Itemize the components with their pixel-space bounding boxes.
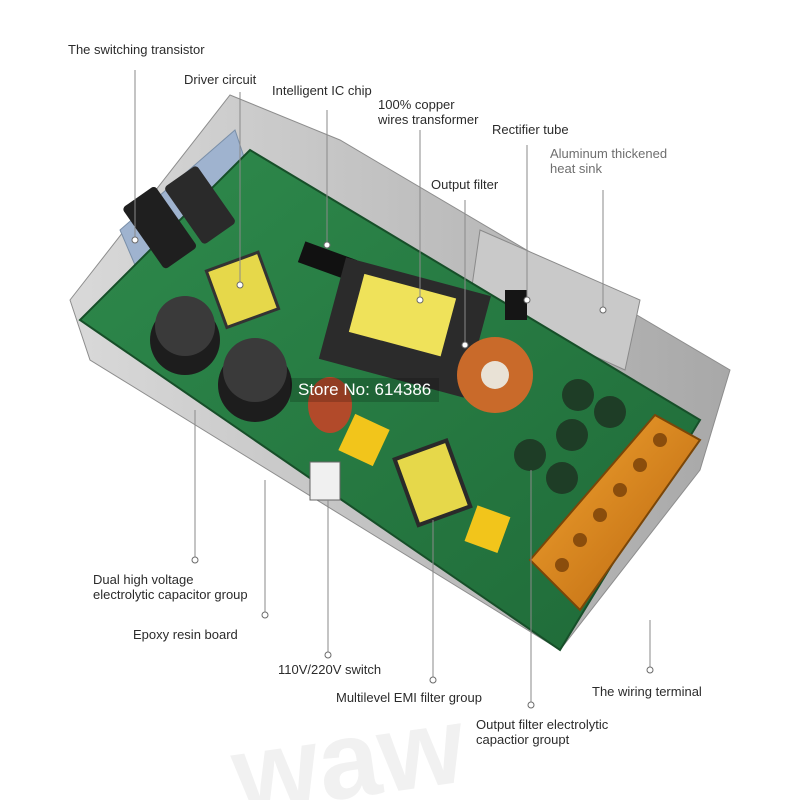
label-voltage-switch: 110V/220V switch (278, 662, 382, 677)
output-capacitor-3 (556, 419, 588, 451)
label-switching-transistor: The switching transistor (68, 42, 205, 57)
terminal-screw (653, 433, 667, 447)
terminal-screw (613, 483, 627, 497)
leader-dot (416, 296, 424, 304)
switching-transistor (123, 186, 197, 269)
terminal-screw (633, 458, 647, 472)
leader-dot (261, 611, 269, 619)
leader-dot (191, 556, 199, 564)
store-watermark: Store No: 614386 (290, 378, 440, 402)
label-transformer-line2: wires transformer (378, 112, 479, 127)
x-capacitor (338, 413, 390, 467)
output-capacitor-2 (594, 396, 626, 428)
label-ic-chip: Intelligent IC chip (272, 83, 372, 98)
terminal-screw (593, 508, 607, 522)
electrolytic-capacitor-1-top (155, 296, 215, 356)
varistor (308, 377, 352, 433)
terminal-screw (555, 558, 569, 572)
output-capacitor-1 (562, 379, 594, 411)
label-wiring-terminal: The wiring terminal (592, 684, 702, 699)
label-epoxy-board: Epoxy resin board (133, 627, 238, 642)
leader-dot (461, 341, 469, 349)
leader-dot (429, 676, 437, 684)
wiring-terminal (528, 413, 702, 612)
switching-transistor-2 (165, 166, 235, 244)
output-filter-toroid-hole (481, 361, 509, 389)
label-output-caps-line1: Output filter electrolytic (476, 717, 609, 732)
output-capacitor-4 (514, 439, 546, 471)
label-transformer-line1: 100% copper (378, 97, 455, 112)
driver-transformer (204, 250, 281, 330)
main-transformer-core (348, 273, 457, 357)
ic-chip (297, 241, 358, 281)
label-heat-sink: Aluminum thickened heat sink (550, 146, 667, 176)
terminal-screw (573, 533, 587, 547)
label-capacitor-group: Dual high voltage electrolytic capacitor… (93, 572, 248, 602)
label-capacitor-group-line2: electrolytic capacitor group (93, 587, 248, 602)
leader-dot (323, 241, 331, 249)
leader-dot (646, 666, 654, 674)
leader-dot (324, 651, 332, 659)
label-heat-sink-line2: heat sink (550, 161, 603, 176)
output-capacitor-5 (546, 462, 578, 494)
leader-dot (527, 701, 535, 709)
label-heat-sink-line1: Aluminum thickened (550, 146, 668, 161)
y-capacitor (464, 505, 511, 554)
leader-dot (236, 281, 244, 289)
label-output-caps-line2: capactior groupt (476, 732, 570, 747)
leader-dot (131, 236, 139, 244)
rectifier-tube (505, 290, 527, 320)
label-output-filter: Output filter (431, 177, 499, 192)
leader-dot (523, 296, 531, 304)
heat-sink (469, 229, 641, 371)
label-driver-circuit: Driver circuit (184, 72, 257, 87)
leader-lines (134, 70, 651, 705)
leader-dots (131, 236, 654, 709)
voltage-switch (309, 461, 341, 501)
label-output-caps: Output filter electrolytic capactior gro… (476, 717, 608, 747)
label-emi-filter: Multilevel EMI filter group (336, 690, 482, 705)
terminal-screws (555, 433, 667, 572)
label-transformer: 100% copper wires transformer (378, 97, 478, 127)
electrolytic-capacitor-2-top (223, 338, 287, 402)
label-capacitor-group-line1: Dual high voltage (93, 572, 194, 587)
emi-choke (392, 437, 473, 528)
label-rectifier-tube: Rectifier tube (492, 122, 569, 137)
leader-dot (599, 306, 607, 314)
